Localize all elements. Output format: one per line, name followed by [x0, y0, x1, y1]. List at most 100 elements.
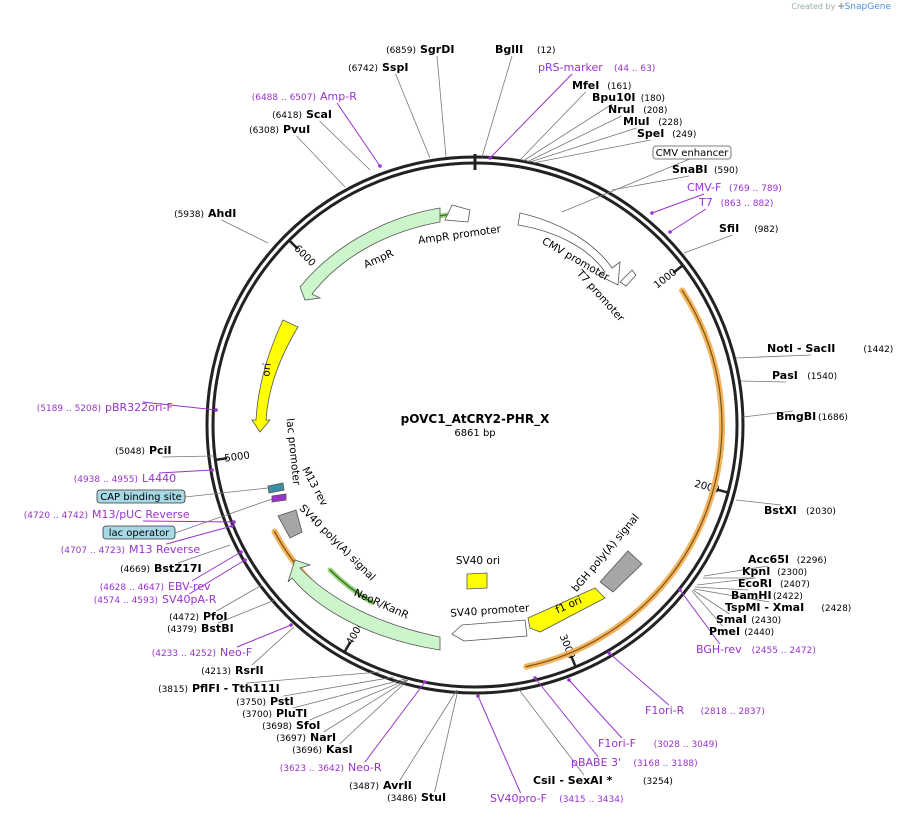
site-neo-r[interactable]: (3623 .. 3642)Neo-R: [280, 761, 382, 774]
site-avrii[interactable]: (3487)AvrII: [349, 779, 412, 792]
site-ahdi[interactable]: (5938)AhdI: [174, 207, 236, 220]
site-coord: (3487): [349, 782, 379, 792]
site-ebv-rev[interactable]: (4628 .. 4647)EBV-rev: [100, 580, 211, 593]
site-f1ori-r[interactable]: F1ori-R(2818 .. 2837): [645, 704, 765, 717]
site-coord: (6308): [249, 126, 279, 136]
site-pbabe-3[interactable]: pBABE 3'(3168 .. 3188): [571, 756, 698, 769]
site-ecori[interactable]: EcoRI(2407): [738, 577, 810, 590]
ampr-arrow: [299, 207, 441, 301]
site-coord: (5048): [115, 447, 145, 457]
ori-arrow: [251, 319, 299, 433]
site-t7[interactable]: T7(863 .. 882): [698, 196, 773, 209]
tick-mark-3000: [569, 655, 577, 668]
site-l4440[interactable]: (4938 .. 4955)L4440: [74, 472, 176, 485]
feature-box-cmv-enhancer[interactable]: CMV enhancer: [652, 145, 732, 160]
site-name: ScaI: [306, 108, 332, 121]
site-coord: (3698): [262, 722, 292, 732]
site-name: NotI - SacII: [767, 342, 835, 355]
site-name: pRS-marker: [538, 61, 603, 74]
site-name: BstXI: [764, 504, 797, 517]
site-m13-reverse[interactable]: (4707 .. 4723)M13 Reverse: [61, 543, 201, 556]
site-name: KpnI: [742, 565, 770, 578]
site-bamhi[interactable]: BamHI(2422): [731, 589, 803, 602]
site-amp-r[interactable]: (6488 .. 6507)Amp-R: [252, 90, 357, 103]
site-name: PmeI: [709, 625, 740, 638]
site-nari[interactable]: (3697)NarI: [276, 731, 336, 744]
site-psti[interactable]: (3750)PstI: [236, 695, 294, 708]
site-bglii[interactable]: BglII(12): [495, 43, 555, 56]
site-mfei[interactable]: MfeI(161): [572, 79, 631, 92]
feature-box-label: lac operator: [109, 528, 170, 539]
site-snabi[interactable]: SnaBI(590): [672, 163, 738, 176]
primer-mark-f1ori-f: [567, 678, 571, 682]
site-smai[interactable]: SmaI (2430): [716, 613, 781, 626]
site-coord: (1442): [863, 345, 893, 355]
feature-box-cap-binding-site[interactable]: CAP binding site: [96, 489, 186, 504]
tick-label-5000: 5000: [224, 450, 251, 464]
primer-mark-m13-reverse: [230, 524, 234, 528]
site-bstz17i[interactable]: (4669)BstZ17I: [120, 562, 202, 575]
site-prs-marker[interactable]: pRS-marker(44 .. 63): [538, 61, 655, 74]
leader-line-avrii: [399, 689, 458, 781]
site-name: M13/pUC Reverse: [92, 508, 190, 521]
primer-mark-bgh-rev: [678, 588, 682, 592]
site-cmv-f[interactable]: CMV-F(769 .. 789): [687, 181, 782, 194]
site-nrui[interactable]: NruI(208): [608, 103, 667, 116]
site-coord: (769 .. 789): [729, 184, 782, 194]
site-name: BmgBI: [776, 410, 816, 423]
primer-mark-ebv-rev: [239, 550, 243, 554]
site-pcii[interactable]: (5048)PciI: [115, 444, 171, 457]
site-sfoi[interactable]: (3698)SfoI: [262, 719, 320, 732]
site-pflfi-tth111i[interactable]: (3815)PflFI - Tth111I: [158, 682, 280, 695]
site-name: F1ori-R: [645, 704, 685, 717]
site-bgh-rev[interactable]: BGH-rev(2455 .. 2472): [696, 643, 816, 656]
site-tspmi-xmai[interactable]: TspMI - XmaI(2428): [725, 601, 851, 614]
site-bmgbi[interactable]: BmgBI(1686): [776, 410, 848, 423]
site-pfoi[interactable]: (4472)PfoI: [169, 610, 227, 623]
site-f1ori-f[interactable]: F1ori-F(3028 .. 3049): [598, 737, 718, 750]
site-spei[interactable]: SpeI(249): [637, 127, 696, 140]
tick-label-6000: 6000: [292, 243, 318, 269]
site-csii-sexai[interactable]: CsiI - SexAI *(3254): [533, 774, 673, 787]
site-name: SspI: [382, 61, 408, 74]
site-bstxi[interactable]: BstXI(2030): [764, 504, 836, 517]
site-noti-sacii[interactable]: NotI - SacII (1442): [767, 342, 893, 355]
site-bstbi[interactable]: (4379)BstBI: [167, 622, 234, 635]
site-pluti[interactable]: (3700)PluTI: [242, 707, 307, 720]
site-sfii[interactable]: SfiI(982): [719, 222, 778, 235]
site-coord: (208): [643, 106, 667, 116]
site-sspi[interactable]: (6742)SspI: [348, 61, 408, 74]
site-scai[interactable]: (6418)ScaI: [272, 108, 332, 121]
leader-line-pbr322ori-f: [142, 401, 217, 411]
site-rsrii[interactable]: (4213)RsrII: [201, 664, 264, 677]
site-pmei[interactable]: PmeI (2440): [709, 625, 774, 638]
site-mlui[interactable]: MluI(228): [623, 115, 682, 128]
site-name: StuI: [421, 791, 446, 804]
site-pbr322ori-f[interactable]: (5189 .. 5208)pBR322ori-F: [37, 401, 173, 414]
feature-box-lac-operator[interactable]: lac operator: [102, 525, 176, 540]
site-kpni[interactable]: KpnI(2300): [742, 565, 807, 578]
feature-box-bg: [102, 525, 176, 540]
site-sv40pro-f[interactable]: SV40pro-F(3415 .. 3434): [490, 792, 623, 805]
site-pasi[interactable]: PasI(1540): [772, 369, 837, 382]
site-acc65i[interactable]: Acc65I(2296): [748, 553, 827, 566]
site-coord: (2430): [751, 616, 781, 626]
site-m13-puc-reverse[interactable]: (4720 .. 4742)M13/pUC Reverse: [24, 508, 190, 521]
site-neo-f[interactable]: (4233 .. 4252)Neo-F: [152, 646, 253, 659]
site-coord: (3750): [236, 698, 266, 708]
t7-promoter-arrow: [619, 269, 637, 287]
site-bpu10i[interactable]: Bpu10I(180): [592, 91, 665, 104]
site-coord: (2440): [744, 628, 774, 638]
site-pvui[interactable]: (6308)PvuI: [249, 123, 310, 136]
site-kasi[interactable]: (3696)KasI: [292, 743, 353, 756]
leader-line-pfoi: [216, 584, 263, 612]
site-sv40pa-r[interactable]: (4574 .. 4593)SV40pA-R: [94, 593, 217, 606]
site-stui[interactable]: (3486) StuI: [387, 791, 446, 804]
site-name: BstZ17I: [154, 562, 202, 575]
site-coord: (3486): [387, 794, 417, 804]
site-name: SmaI: [716, 613, 747, 626]
leader-line-mlui: [529, 127, 637, 163]
bgh-polya-arrow: [599, 550, 643, 593]
primer-mark-neo-f: [289, 623, 293, 627]
site-sgrdi[interactable]: (6859)SgrDI: [386, 43, 454, 56]
